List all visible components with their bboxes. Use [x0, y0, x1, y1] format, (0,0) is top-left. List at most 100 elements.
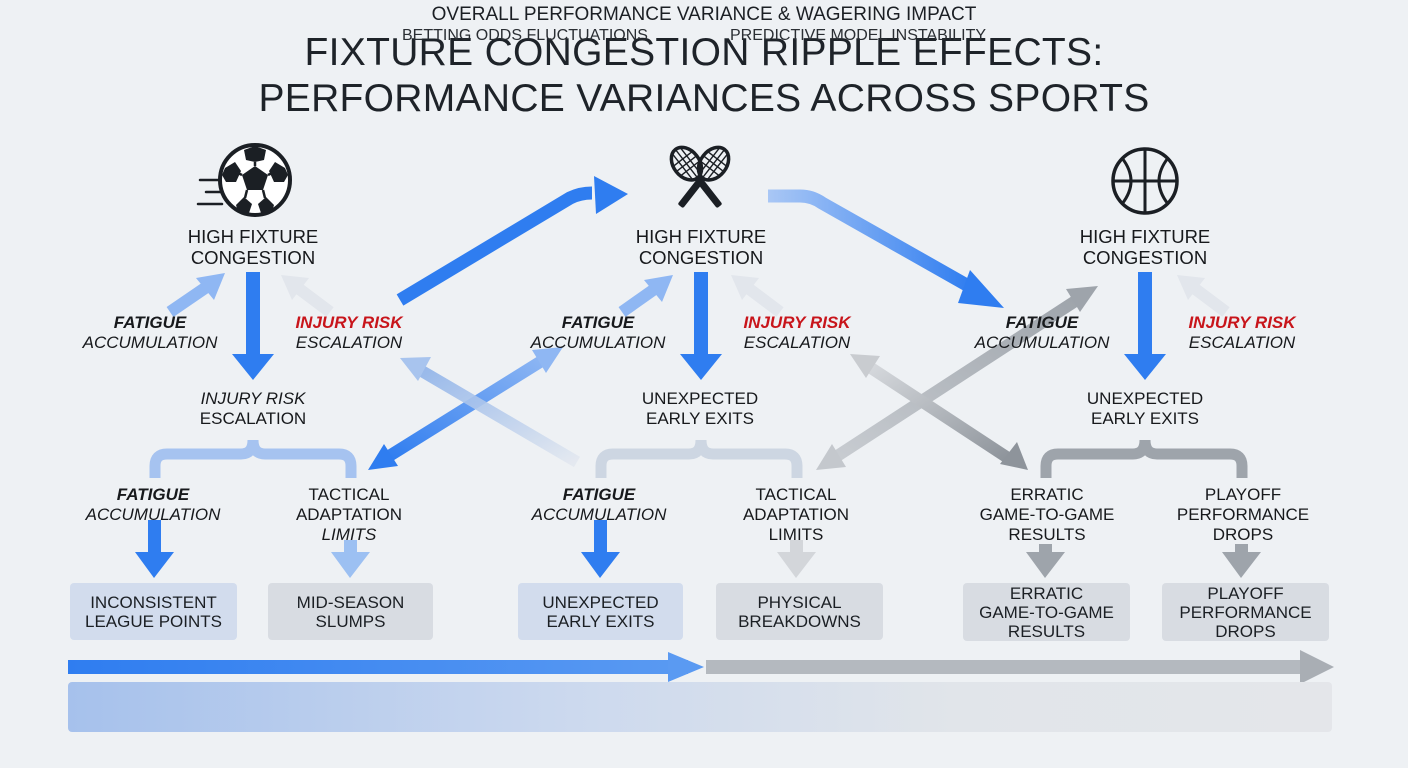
col3-mid-line1: UNEXPECTED [1086, 389, 1204, 408]
title-line-2: PERFORMANCE VARIANCES ACROSS SPORTS [258, 77, 1150, 120]
col3-branch-right-line1: PLAYOFF [1204, 485, 1282, 504]
col3-branch-left-line2: GAME-TO-GAME [979, 505, 1115, 524]
col2-outcome-right-box: PHYSICAL BREAKDOWNS [716, 583, 883, 640]
col3-injury-line2: ESCALATION [1188, 333, 1296, 352]
col3-fatigue-label: FATIGUE ACCUMULATION [975, 313, 1110, 353]
diagram-title: FIXTURE CONGESTION RIPPLE EFFECTS: PERFO… [0, 30, 1408, 122]
col3-fatigue-line2: ACCUMULATION [974, 333, 1110, 352]
col1-branch-left: FATIGUE ACCUMULATION [86, 485, 221, 525]
col2-outcome-left-line1: UNEXPECTED [542, 592, 659, 612]
impact-banner-sub-left: BETTING ODDS FLUCTUATIONS [402, 27, 648, 44]
col2-down-arrow-right [777, 540, 816, 578]
col1-outcome-left-box: INCONSISTENT LEAGUE POINTS [70, 583, 237, 640]
arrow-col2-to-col3 [768, 189, 1004, 308]
col3-outcome-right-line2: PERFORMANCE [1179, 602, 1312, 622]
col1-fatigue-line2: ACCUMULATION [82, 333, 218, 352]
col1-branch-left-line1: FATIGUE [116, 485, 190, 504]
col1-diag-up-right-faint-arrow [281, 275, 334, 317]
basketball-icon [1111, 147, 1179, 215]
col3-outcome-left-line1: ERRATIC [1009, 583, 1084, 603]
col3-down-arrow-left [1026, 544, 1065, 578]
col1-outcome-left-line2: LEAGUE POINTS [85, 611, 222, 631]
col2-injury-label: INJURY RISK ESCALATION [743, 313, 850, 353]
col1-mid-line2: ESCALATION [199, 409, 307, 428]
col3-fatigue-line1: FATIGUE [1005, 313, 1079, 332]
bottom-timeline-blue-arrow [68, 652, 704, 682]
col2-down-arrow-1 [680, 272, 722, 380]
soccer-ball-icon [196, 143, 292, 217]
col1-injury-label: INJURY RISK ESCALATION [295, 313, 402, 353]
col1-header-line1: HIGH FIXTURE [187, 226, 319, 247]
col2-fatigue-line1: FATIGUE [561, 313, 635, 332]
col2-fatigue-line2: ACCUMULATION [530, 333, 666, 352]
col2-header: HIGH FIXTURE CONGESTION [636, 226, 767, 268]
col2-branch-right-line2: ADAPTATION [742, 505, 850, 524]
col2-outcome-left-box: UNEXPECTED EARLY EXITS [518, 583, 683, 640]
col3-branch-right-line2: PERFORMANCE [1176, 505, 1310, 524]
arrow-col1-to-col2 [396, 176, 628, 306]
col3-branch-left: ERRATIC GAME-TO-GAME RESULTS [980, 485, 1115, 545]
col1-fatigue-label: FATIGUE ACCUMULATION [83, 313, 218, 353]
col2-diag-up-right-faint-arrow [731, 275, 784, 317]
impact-banner-title: OVERALL PERFORMANCE VARIANCE & WAGERING … [431, 4, 977, 25]
col2-branch-right-line3: LIMITS [768, 525, 824, 544]
col3-injury-label: INJURY RISK ESCALATION [1188, 313, 1295, 353]
col2-mid-label: UNEXPECTED EARLY EXITS [642, 389, 758, 429]
col2-header-line2: CONGESTION [638, 247, 764, 268]
col3-injury-line1: INJURY RISK [1188, 313, 1296, 332]
col1-down-arrow-1 [232, 272, 274, 380]
impact-banner-sub-right: PREDICTIVE MODEL INSTABILITY [730, 27, 987, 44]
col1-fatigue-line1: FATIGUE [113, 313, 187, 332]
col2-mid-line2: EARLY EXITS [645, 409, 755, 428]
col3-diag-up-right-faint-arrow [1177, 275, 1230, 317]
col2-outcome-right-line2: BREAKDOWNS [738, 611, 861, 631]
col1-outcome-right-box: MID-SEASON SLUMPS [268, 583, 433, 640]
col1-down-arrow-left [135, 520, 174, 578]
col2-injury-line1: INJURY RISK [743, 313, 851, 332]
col1-outcome-left-line1: INCONSISTENT [90, 592, 217, 612]
col3-branch-connector [1040, 439, 1248, 478]
col3-outcome-left-box: ERRATIC GAME-TO-GAME RESULTS [963, 583, 1130, 641]
col1-outcome-right-line1: MID-SEASON [296, 592, 405, 612]
col1-branch-left-line2: ACCUMULATION [85, 505, 221, 524]
col3-down-arrow-1 [1124, 272, 1166, 380]
col2-branch-left: FATIGUE ACCUMULATION [532, 485, 667, 525]
col1-branch-right-line1: TACTICAL [308, 485, 390, 504]
col1-header-line2: CONGESTION [190, 247, 316, 268]
col3-branch-right: PLAYOFF PERFORMANCE DROPS [1177, 485, 1309, 545]
col2-outcome-left-line2: EARLY EXITS [546, 611, 655, 631]
col3-header: HIGH FIXTURE CONGESTION [1080, 226, 1211, 268]
col3-outcome-left-line2: GAME-TO-GAME [979, 602, 1114, 622]
col2-down-arrow-left [581, 520, 620, 578]
col1-mid-line1: INJURY RISK [200, 389, 306, 408]
col2-branch-left-line1: FATIGUE [562, 485, 636, 504]
col2-branch-right: TACTICAL ADAPTATION LIMITS [743, 485, 849, 545]
col2-branch-connector [595, 439, 803, 478]
col3-header-line1: HIGH FIXTURE [1079, 226, 1211, 247]
col3-mid-line2: EARLY EXITS [1090, 409, 1200, 428]
col1-diag-up-left-arrow [166, 273, 225, 317]
col2-fatigue-label: FATIGUE ACCUMULATION [531, 313, 666, 353]
col3-outcome-left-line3: RESULTS [1007, 621, 1086, 641]
col2-header-line1: HIGH FIXTURE [635, 226, 767, 247]
cross-arrows-col1-col2 [368, 347, 581, 470]
col3-mid-label: UNEXPECTED EARLY EXITS [1087, 389, 1203, 429]
col3-outcome-right-box: PLAYOFF PERFORMANCE DROPS [1162, 583, 1329, 641]
col3-outcome-right-line1: PLAYOFF [1207, 583, 1284, 603]
col2-injury-line2: ESCALATION [743, 333, 851, 352]
col3-outcome-right-line3: DROPS [1215, 621, 1276, 641]
col1-down-arrow-right [331, 540, 370, 578]
impact-banner [68, 682, 1332, 732]
col1-mid-label: INJURY RISK ESCALATION [200, 389, 306, 429]
col1-branch-right: TACTICAL ADAPTATION LIMITS [296, 485, 402, 545]
cross-arrows-col2-col3 [816, 286, 1098, 470]
col2-branch-right-line1: TACTICAL [755, 485, 837, 504]
col3-branch-right-line3: DROPS [1212, 525, 1274, 544]
col1-injury-line1: INJURY RISK [295, 313, 403, 332]
col1-outcome-right-line2: SLUMPS [315, 611, 386, 631]
col1-branch-right-line2: ADAPTATION [295, 505, 403, 524]
col3-down-arrow-right [1222, 544, 1261, 578]
col2-mid-line1: UNEXPECTED [641, 389, 759, 408]
col1-branch-connector [149, 439, 357, 478]
